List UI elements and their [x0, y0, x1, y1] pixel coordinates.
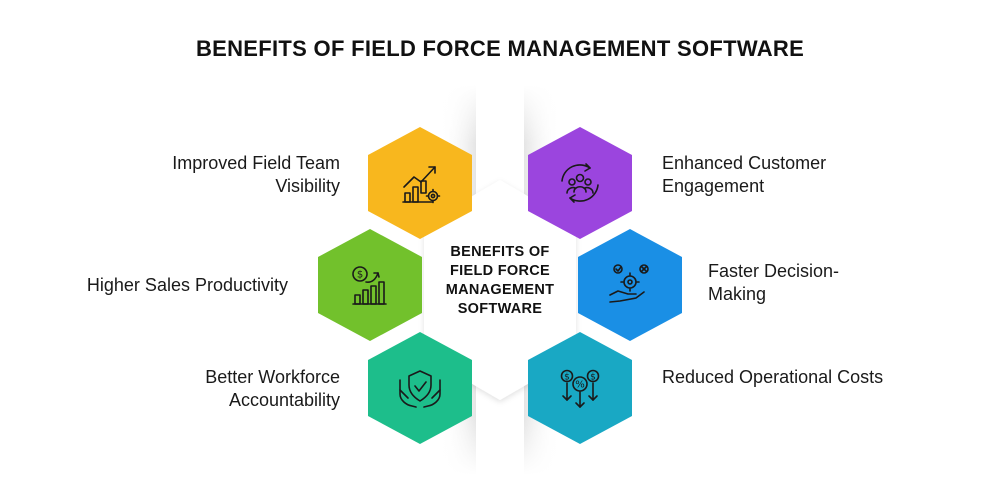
- center-title-line: SOFTWARE: [457, 301, 543, 317]
- svg-text:$: $: [564, 373, 570, 383]
- label-line: Reduced Operational Costs: [662, 367, 884, 387]
- hand-gears-icon: [609, 264, 649, 303]
- hex-better-workforce-accountability: [368, 332, 472, 444]
- label-better-workforce-accountability: Better Workforce Accountability: [205, 366, 340, 412]
- label-line: Visibility: [275, 176, 340, 196]
- label-line: Enhanced Customer: [662, 153, 827, 173]
- center-title-line: MANAGEMENT: [445, 282, 555, 298]
- label-line: Faster Decision-: [708, 261, 840, 281]
- svg-text:$: $: [590, 373, 596, 383]
- hex-improved-field-team-visibility: [368, 127, 472, 239]
- hex-higher-sales-productivity: [318, 229, 422, 341]
- label-enhanced-customer-engagement: Enhanced Customer Engagement: [662, 152, 826, 198]
- hex-reduced-operational-costs: [528, 332, 632, 444]
- center-hexagon: [424, 180, 576, 400]
- coins-down-arrows-icon: $ $ %: [560, 369, 600, 408]
- money-bar-chart-icon: $: [352, 266, 387, 305]
- hex-enhanced-customer-engagement: [528, 127, 632, 239]
- label-higher-sales-productivity: Higher Sales Productivity: [87, 274, 288, 297]
- people-cycle-icon: [561, 163, 599, 203]
- center-title-line: BENEFITS OF: [450, 244, 550, 260]
- svg-text:$: $: [357, 270, 363, 281]
- growth-chart-gear-icon: [402, 166, 441, 204]
- label-line: Improved Field Team: [172, 153, 340, 173]
- label-line: Making: [708, 284, 767, 304]
- label-line: Better Workforce: [205, 367, 340, 387]
- label-line: Accountability: [228, 390, 340, 410]
- page-title: BENEFITS OF FIELD FORCE MANAGEMENT SOFTW…: [195, 36, 805, 61]
- label-line: Engagement: [662, 176, 765, 196]
- label-faster-decision-making: Faster Decision- Making: [708, 260, 839, 306]
- label-line: Higher Sales Productivity: [86, 275, 288, 295]
- center-title-line: FIELD FORCE: [450, 263, 550, 279]
- label-reduced-operational-costs: Reduced Operational Costs: [662, 366, 883, 389]
- svg-text:%: %: [575, 380, 585, 391]
- hex-faster-decision-making: [578, 229, 682, 341]
- label-improved-field-team-visibility: Improved Field Team Visibility: [172, 152, 340, 198]
- hands-shield-check-icon: [399, 370, 441, 408]
- center-title: BENEFITS OF FIELD FORCE MANAGEMENT SOFTW…: [425, 243, 575, 319]
